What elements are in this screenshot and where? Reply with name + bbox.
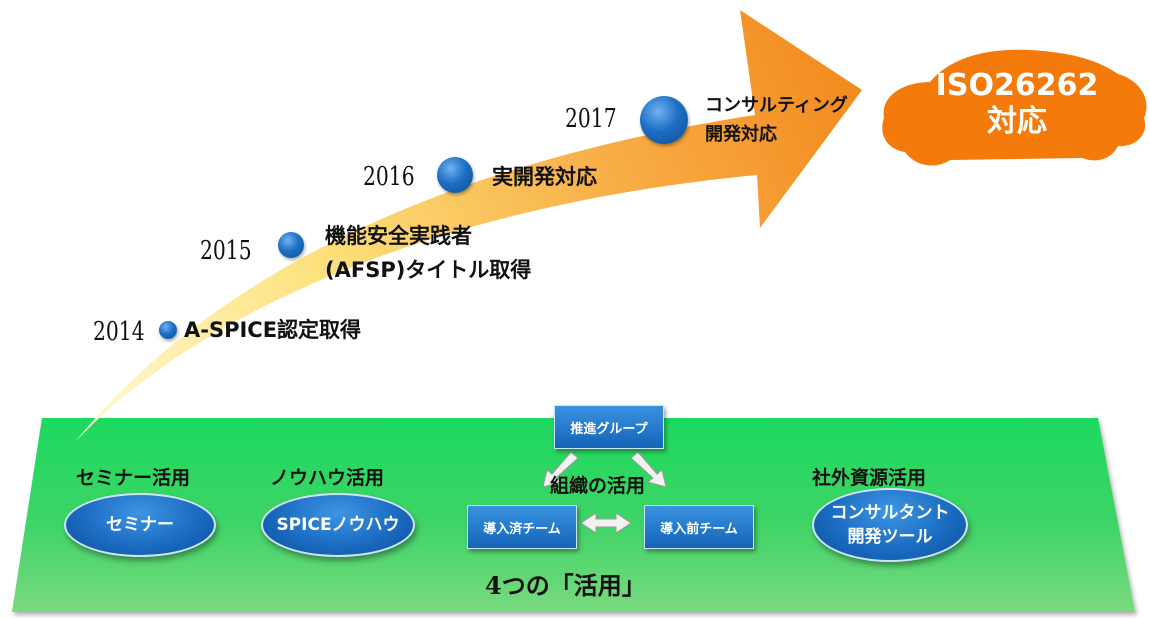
year-2014: 2014 [93,317,145,347]
arrow-top-right [630,451,667,488]
milestone-dot-2015 [278,232,304,258]
seminar-button-label: セミナー [106,515,174,535]
consultant-button-line2: 開発ツール [847,527,933,547]
milestone-title-2015-line1: 機能安全実践者 [325,224,472,248]
year-2016: 2016 [363,162,415,192]
growth-arrow [75,10,862,442]
milestone-title-2017-line1: コンサルティング [705,95,848,116]
spice-knowhow-button-label: SPICEノウハウ [276,515,400,535]
category-label-organization: 組織の活用 [550,475,646,497]
milestone-dot-2014 [159,321,177,339]
milestone-title-2017-line2: 開発対応 [705,124,777,145]
goal-line2: 対応 [987,104,1047,139]
category-label-seminar: セミナー活用 [76,467,191,489]
goal-line1: ISO26262 [935,68,1099,103]
milestone-dot-2017 [640,96,688,144]
milestone-title-2015-line2: (AFSP)タイトル取得 [325,258,532,282]
year-2017: 2017 [565,104,617,134]
milestone-title-2016: 実開発対応 [492,165,597,189]
adopted-team-box[interactable]: 導入済チーム [467,505,577,549]
year-2015: 2015 [200,236,252,266]
goal-shape [882,49,1147,166]
platform-caption: 4つの「活用」 [485,571,646,600]
milestone-title-2014: A-SPICE認定取得 [184,318,362,342]
promotion-group-label: 推進グループ [570,421,648,437]
category-label-knowhow: ノウハウ活用 [270,467,385,489]
adopted-team-label: 導入済チーム [483,521,561,537]
category-label-external: 社外資源活用 [812,467,927,489]
pre-adoption-team-label: 導入前チーム [660,521,738,537]
goal-title: ISO26262 対応 [932,68,1102,140]
pre-adoption-team-box[interactable]: 導入前チーム [644,505,754,549]
promotion-group-box[interactable]: 推進グループ [554,405,664,449]
seminar-button[interactable]: セミナー [64,493,216,557]
arrow-horizontal [580,512,632,534]
consultant-tool-button[interactable]: コンサルタント 開発ツール [812,488,968,562]
org-arrows [542,451,667,534]
arrow-top-left [542,451,579,488]
milestone-dot-2016 [437,157,473,193]
spice-knowhow-button[interactable]: SPICEノウハウ [261,493,415,557]
consultant-button-line1: コンサルタント [830,503,950,523]
